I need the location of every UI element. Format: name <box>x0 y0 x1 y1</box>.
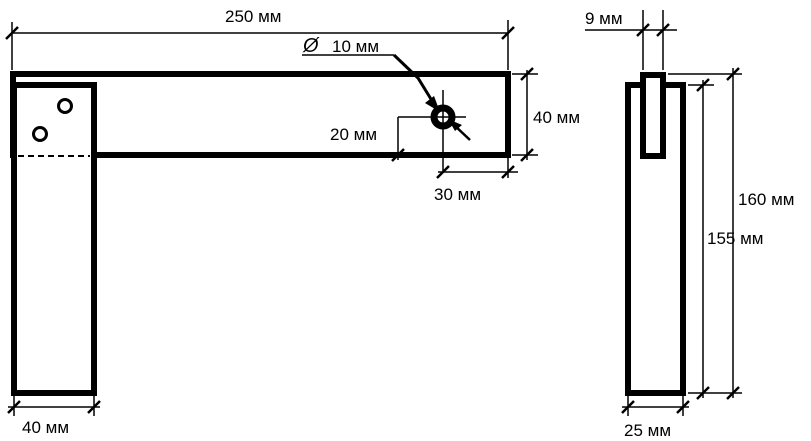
dimension-250: 250 мм <box>5 7 515 70</box>
dimension-25: 25 мм <box>621 396 690 440</box>
dim-155-label: 155 мм <box>707 229 763 248</box>
vertical-leg <box>11 82 97 396</box>
dim-25-label: 25 мм <box>624 421 671 440</box>
dimension-20: 20 мм <box>330 117 405 162</box>
dim-250-label: 250 мм <box>225 7 281 26</box>
side-body <box>625 82 686 396</box>
dimension-30: 30 мм <box>434 158 518 204</box>
dim-10-label: 10 мм <box>332 37 379 56</box>
leg-hole-2 <box>32 126 48 142</box>
side-slot <box>640 72 666 159</box>
dimension-9: 9 мм <box>585 9 677 70</box>
diameter-symbol: Ø <box>302 35 320 57</box>
dim-20-label: 20 мм <box>330 125 377 144</box>
dim-40-width-label: 40 мм <box>22 418 69 437</box>
dim-9-label: 9 мм <box>585 9 623 28</box>
dimension-155: 155 мм <box>688 78 763 400</box>
dimension-160: 160 мм <box>668 67 794 400</box>
dim-30-label: 30 мм <box>434 185 481 204</box>
dimension-40-width: 40 мм <box>7 396 101 437</box>
side-view <box>625 72 686 396</box>
dim-160-label: 160 мм <box>738 190 794 209</box>
leg-hole-1 <box>57 98 73 114</box>
dimension-diameter-10: Ø 10 мм <box>302 35 471 141</box>
dimension-40-height: 40 мм <box>512 67 580 162</box>
dim-40-height-label: 40 мм <box>533 108 580 127</box>
front-view <box>10 71 511 396</box>
